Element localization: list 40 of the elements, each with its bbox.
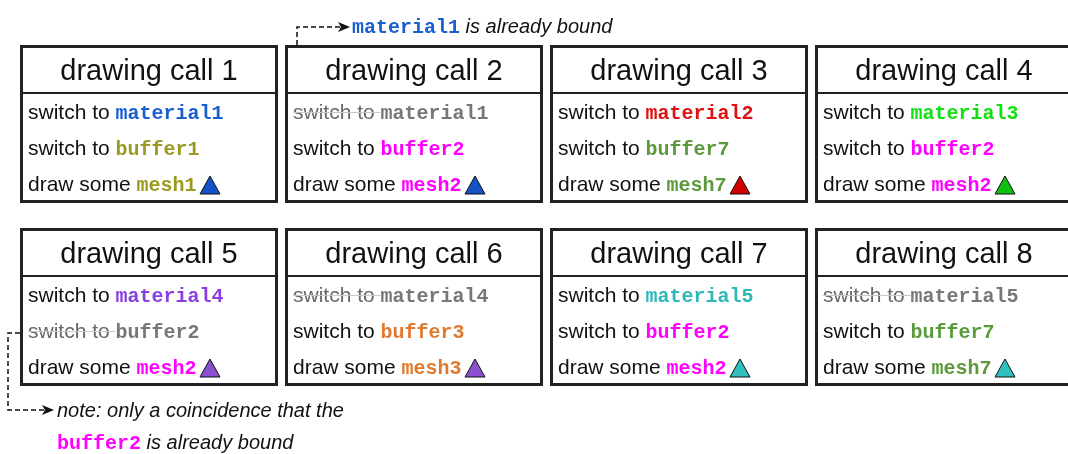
instruction-text: draw some mesh2 — [28, 355, 197, 378]
instruction-text: switch to material4 — [28, 283, 224, 306]
box-heading: drawing call 8 — [818, 231, 1068, 277]
box-heading: drawing call 5 — [23, 231, 275, 277]
instruction-text: draw some mesh2 — [558, 355, 727, 378]
instruction-text: switch to buffer7 — [823, 319, 995, 342]
drawing-call-box — [285, 228, 543, 386]
instruction-text: draw some mesh2 — [823, 172, 992, 195]
drawing-call-box — [20, 228, 278, 386]
drawing-call-box — [815, 228, 1068, 386]
box-heading: drawing call 3 — [553, 48, 805, 94]
instruction-text: draw some mesh3 — [293, 355, 462, 378]
drawing-call-box — [20, 45, 278, 203]
box-heading: drawing call 4 — [818, 48, 1068, 94]
drawing-call-box — [550, 228, 808, 386]
leader-arrow — [296, 22, 351, 46]
instruction-text: draw some mesh7 — [823, 355, 992, 378]
drawing-call-box — [815, 45, 1068, 203]
instruction-text: switch to buffer2 — [293, 136, 465, 159]
box-heading: drawing call 6 — [288, 231, 540, 277]
instruction-text: switch to buffer2 — [823, 136, 995, 159]
box-heading: drawing call 1 — [23, 48, 275, 94]
instruction-text: draw some mesh1 — [28, 172, 197, 195]
box-heading: drawing call 7 — [553, 231, 805, 277]
instruction-text: draw some mesh2 — [293, 172, 462, 195]
instruction-text: switch to material2 — [558, 100, 754, 123]
instruction-text: switch to buffer1 — [28, 136, 200, 159]
instruction-text: switch to buffer7 — [558, 136, 730, 159]
instruction-text: switch to buffer2 — [558, 319, 730, 342]
drawing-call-box — [285, 45, 543, 203]
instruction-text: switch to material3 — [823, 100, 1019, 123]
note-text: note: only a coincidence that the buffer2 is already bound — [57, 394, 357, 454]
instruction-text: switch to material1 — [28, 100, 224, 123]
instruction-text: draw some mesh7 — [558, 172, 727, 195]
instruction-text: switch to material5 — [558, 283, 754, 306]
leader-arrow — [7, 332, 55, 415]
drawing-call-box — [550, 45, 808, 203]
instruction-text: switch to buffer3 — [293, 319, 465, 342]
annotation-text: material1 is already bound — [352, 10, 613, 44]
box-heading: drawing call 2 — [288, 48, 540, 94]
